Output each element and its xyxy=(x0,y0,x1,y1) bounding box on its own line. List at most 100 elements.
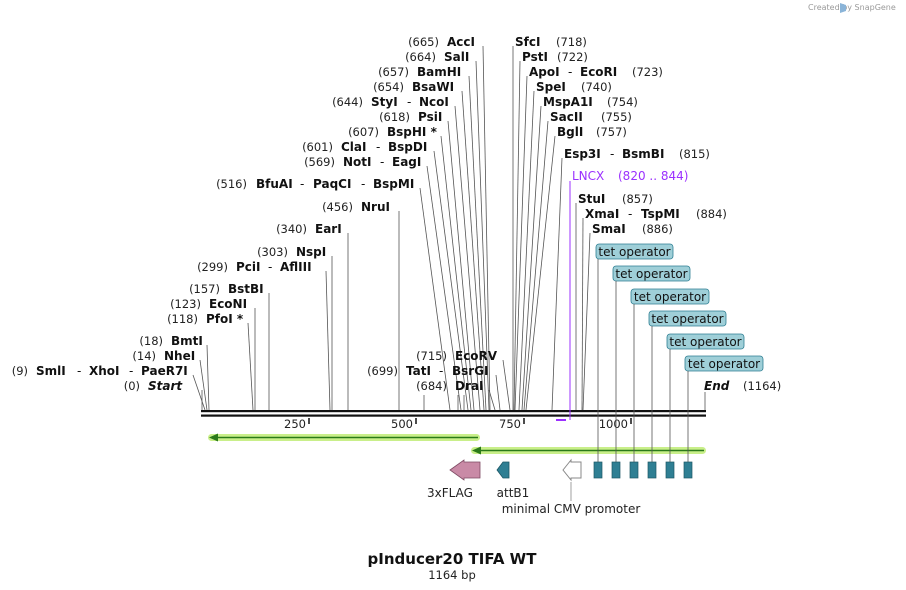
site-leader xyxy=(495,374,501,411)
orf-arrow-upper[interactable] xyxy=(208,433,480,442)
site-position: (715) xyxy=(416,349,447,363)
enzyme-site-esp3i-bsmbi[interactable]: Esp3I - BsmBI (815) xyxy=(551,147,710,411)
primer-lncx[interactable]: LNCX (820 .. 844) xyxy=(556,169,688,421)
enzyme-site-spei[interactable]: SpeI (740) xyxy=(518,80,612,411)
attb1-feature-arrow xyxy=(496,461,510,479)
enzyme-site-smai[interactable]: SmaI (886) xyxy=(582,222,673,411)
operator-label-bg xyxy=(648,310,727,327)
orf-arrow-lower[interactable] xyxy=(471,446,706,455)
site-leader xyxy=(514,75,528,411)
site-name: XmaI xyxy=(585,207,619,221)
site-dash: - xyxy=(610,147,614,161)
start-marker[interactable]: (0) Start xyxy=(124,379,203,410)
site-leader xyxy=(206,344,210,411)
enzyme-site-bmti[interactable]: (18) BmtI xyxy=(139,334,210,411)
enzyme-site-bstbi[interactable]: (157) BstBI xyxy=(189,282,270,410)
site-name: PsiI xyxy=(418,110,442,124)
enzyme-site-nrui[interactable]: (456) NruI xyxy=(322,200,400,410)
enzyme-site-nhei[interactable]: (14) NheI xyxy=(132,349,208,411)
site-leader xyxy=(325,270,331,411)
enzyme-site-nspi[interactable]: (303) NspI xyxy=(257,245,333,410)
site-dash: - xyxy=(300,177,304,191)
site-position: (723) xyxy=(632,65,663,79)
enzyme-site-tati-bsrgi[interactable]: (699) TatI - BsrGI xyxy=(367,364,501,411)
enzyme-site-pfoi[interactable]: (118) PfoI * xyxy=(167,312,254,411)
site-leader xyxy=(426,165,462,411)
flag-feature-arrow xyxy=(449,459,481,481)
feature-3xflag[interactable]: 3xFLAG xyxy=(427,459,481,500)
site-position: (601) xyxy=(302,140,333,154)
enzyme-site-bsphi[interactable]: (607) BspHI * xyxy=(348,125,472,411)
tet-operator-1[interactable]: tet operator xyxy=(593,243,674,479)
enzyme-site-psii[interactable]: (618) PsiI xyxy=(379,110,475,411)
enzyme-site-sfci[interactable]: SfcI (718) xyxy=(512,35,587,410)
site-position: (718) xyxy=(556,35,587,49)
site-leader xyxy=(513,60,521,411)
tet-operator-2[interactable]: tet operator xyxy=(611,265,691,479)
enzyme-site-apoi-ecori[interactable]: ApoI - EcoRI (723) xyxy=(514,65,663,411)
site-position: (516) xyxy=(216,177,247,191)
primer-lncx-label: LNCX xyxy=(572,169,604,183)
site-position: (340) xyxy=(276,222,307,236)
site-position: (657) xyxy=(378,65,409,79)
enzyme-site-noti-eagi[interactable]: (569) NotI - EagI xyxy=(304,155,462,411)
site-name: EarI xyxy=(315,222,342,236)
site-position: (886) xyxy=(642,222,673,236)
site-position: (815) xyxy=(679,147,710,161)
site-name-2: BsrGI xyxy=(452,364,489,378)
enzyme-site-psti[interactable]: PstI (722) xyxy=(513,50,588,411)
site-leader xyxy=(581,217,584,411)
site-name: NspI xyxy=(296,245,326,259)
site-position: (722) xyxy=(557,50,588,64)
enzyme-site-bgli[interactable]: BglI (757) xyxy=(525,125,627,411)
site-position: (884) xyxy=(696,207,727,221)
enzyme-site-smli-xhoi-paer7i[interactable]: (9) SmlI - XhoI - PaeR7I xyxy=(12,364,206,411)
site-position: (157) xyxy=(189,282,220,296)
enzyme-site-clai-bspdi[interactable]: (601) ClaI - BspDI xyxy=(302,140,469,411)
enzyme-site-acci[interactable]: (665) AccI xyxy=(408,35,491,411)
site-leader xyxy=(454,105,481,411)
site-leader xyxy=(551,157,563,411)
enzyme-site-bsawi[interactable]: (654) BsaWI xyxy=(373,80,485,411)
site-leader xyxy=(523,120,549,411)
site-name: SfcI xyxy=(515,35,540,49)
tet-operator-6[interactable]: tet operator xyxy=(683,355,764,479)
site-name: StyI xyxy=(371,95,398,109)
site-name-2: NcoI xyxy=(419,95,449,109)
enzyme-site-ecorv[interactable]: (715) EcoRV xyxy=(416,349,511,411)
operator-label: tet operator xyxy=(598,245,670,259)
enzyme-site-econi[interactable]: (123) EcoNI xyxy=(170,297,256,410)
ruler-label-250: 250 xyxy=(284,417,306,431)
operator-box xyxy=(665,461,675,479)
enzyme-site-mspa1i[interactable]: MspA1I (754) xyxy=(521,95,638,411)
enzyme-site-stui[interactable]: StuI (857) xyxy=(575,192,653,410)
site-name: ClaI xyxy=(341,140,366,154)
tet-operator-4[interactable]: tet operator xyxy=(647,310,727,479)
enzyme-site-sali[interactable]: (664) SalI xyxy=(405,50,490,411)
enzyme-site-drai[interactable]: (684) DraI xyxy=(416,379,496,411)
map-title: pInducer20 TIFA WT xyxy=(368,550,538,568)
enzyme-site-bamhi[interactable]: (657) BamHI xyxy=(378,65,487,411)
feature-cmv-promoter[interactable]: minimal CMV promoter xyxy=(502,458,641,516)
site-position: (123) xyxy=(170,297,201,311)
ruler-label-750: 750 xyxy=(499,417,521,431)
end-marker[interactable]: End (1164) xyxy=(704,379,781,410)
site-dash: - xyxy=(361,177,365,191)
operator-label: tet operator xyxy=(615,267,687,281)
feature-attb1[interactable]: attB1 xyxy=(496,461,530,500)
enzyme-site-bfuai-paqci-bspmi[interactable]: (516) BfuAI - PaqCI - BspMI xyxy=(216,177,451,411)
enzyme-site-sacii[interactable]: SacII (755) xyxy=(523,110,632,411)
enzyme-site-xmai-tspmi[interactable]: XmaI - TspMI (884) xyxy=(581,207,727,411)
site-position: (299) xyxy=(197,260,228,274)
site-leader xyxy=(475,60,490,411)
site-leader xyxy=(447,120,475,411)
tet-operator-3[interactable]: tet operator xyxy=(629,288,710,479)
enzyme-site-styi-ncoi[interactable]: (644) StyI - NcoI xyxy=(332,95,481,411)
site-position: (303) xyxy=(257,245,288,259)
tet-operator-5[interactable]: tet operator xyxy=(665,333,745,479)
enzyme-site-pcii-afliii[interactable]: (299) PciI - AflIII xyxy=(197,260,331,411)
site-name: SacII xyxy=(550,110,583,124)
site-position: (857) xyxy=(622,192,653,206)
enzyme-site-eari[interactable]: (340) EarI xyxy=(276,222,349,410)
end-label: End xyxy=(704,379,730,393)
